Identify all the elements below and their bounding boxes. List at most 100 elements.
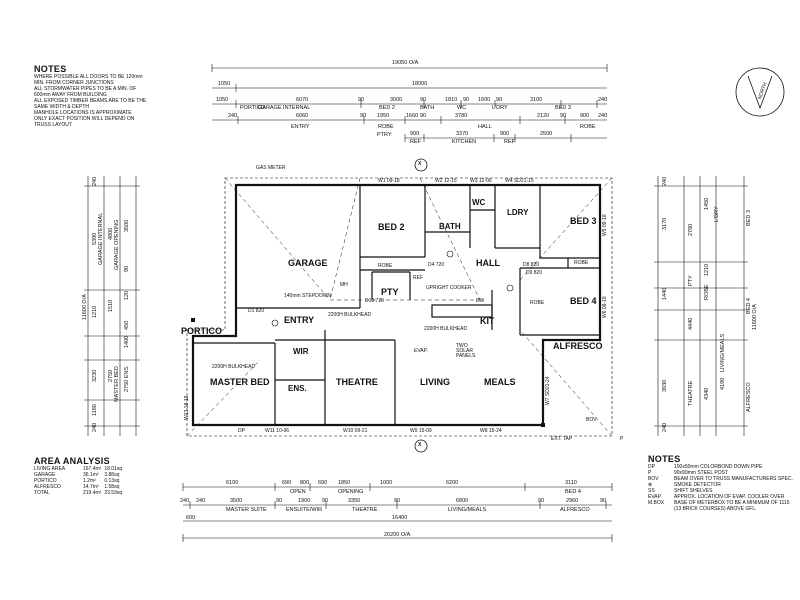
- room-wir: WIR: [293, 347, 309, 356]
- dim-bottom-r2-label: LIVING/MEALS: [448, 507, 487, 513]
- dim-top-r2: 6070: [296, 97, 309, 103]
- room-hall: HALL: [476, 258, 500, 268]
- label-w11: W11 10-06: [265, 428, 290, 434]
- label-ref: REF: [413, 275, 423, 281]
- dim-top-r3: 240: [598, 113, 608, 119]
- dim-top-r3-label: ENTRY: [291, 124, 310, 130]
- room-master-bed: MASTER BED: [210, 377, 270, 387]
- dim-right-value: 2780: [688, 223, 694, 236]
- label-mh: MH: [340, 282, 348, 288]
- dim-top-r2: 90: [420, 97, 427, 103]
- label-bulkhead-kitchen: 2200H BULKHEAD: [424, 326, 468, 332]
- room-portico: PORTICO: [181, 326, 223, 336]
- label-p: P: [620, 436, 624, 442]
- label-d10: D10 720: [365, 298, 384, 304]
- label-dw: DW: [476, 298, 485, 304]
- area-m2: 1.2m²: [83, 478, 96, 484]
- label-w6: W6 09-18: [602, 296, 608, 318]
- dim-bottom-r2: 90: [538, 498, 545, 504]
- label-evap: EVAP.: [414, 348, 428, 354]
- area-name: TOTAL: [34, 490, 50, 496]
- dim-top-r4: 3370: [456, 131, 469, 137]
- dim-left-value: 2750: [108, 369, 114, 382]
- notes-top-line: MANHOLE LOCATIONS IS APPROXIMATE: [34, 110, 132, 116]
- dim-left-value: 1210: [92, 305, 98, 318]
- dim-top-r2-label: WC: [457, 105, 467, 111]
- dim-bottom-r1: 800: [300, 480, 310, 486]
- dim-top-r3-label: ROBE: [378, 124, 394, 130]
- dim-right-value: 3170: [662, 217, 668, 230]
- dim-top-r4-label: REF: [504, 139, 515, 145]
- dim-top-r2-label: PORTICO: [240, 105, 265, 111]
- dim-top-r3: 900: [580, 113, 590, 119]
- dim-top-r2-label: L'DRY: [492, 105, 508, 111]
- legend-desc: 100x50mm COLORBOND DOWN PIPE: [674, 464, 763, 470]
- dim-bottom-r2-label: THEATRE: [352, 507, 378, 513]
- room-theatre: THEATRE: [336, 377, 378, 387]
- legend-code: BOV: [648, 476, 659, 482]
- dim-right-label: BED 3: [746, 210, 752, 226]
- dim-top-r4: 2500: [540, 131, 553, 137]
- dim-right-value: 3930: [662, 379, 668, 392]
- notes-top-panel: NOTES WHERE POSSIBLE ALL DOORS TO BE 120…: [34, 64, 194, 128]
- label-w1: W1 09-18: [378, 178, 400, 184]
- dim-bottom-r1: 6100: [226, 480, 239, 486]
- dim-top-r2: 1600: [478, 97, 491, 103]
- dim-top-r3: 1950: [377, 113, 390, 119]
- legend-code: M.BOX: [648, 500, 665, 506]
- dim-top-r2: 240: [598, 97, 608, 103]
- dim-bottom-r1: 3110: [565, 480, 577, 486]
- room-kit: KIT: [480, 316, 495, 326]
- dim-bottom-r2: 1900: [298, 498, 311, 504]
- dim-right-value: 1210: [704, 263, 710, 276]
- area-m2: 14.7m²: [83, 484, 99, 490]
- room-ldry: LDRY: [507, 208, 529, 217]
- dim-top-r4: 900: [410, 131, 420, 137]
- dim-right-value: 4440: [688, 317, 694, 330]
- notes-top-line: WHERE POSSIBLE ALL DOORS TO BE 120mm: [34, 74, 143, 80]
- dim-left-value: 3500: [124, 219, 130, 232]
- label-dp-1: DP: [238, 428, 245, 434]
- legend-code: EVAP.: [648, 494, 662, 500]
- dim-bottom-r1: 690: [318, 480, 328, 486]
- dim-top-r2: 1810: [445, 97, 458, 103]
- dim-right-label: ROBE: [704, 284, 710, 300]
- dim-right-label: ALFRESCO: [746, 382, 752, 412]
- notes-top-line: ALL EXPOSED TIMBER BEAMS ARE TO BE THE: [34, 98, 147, 104]
- dim-right-value: 240: [662, 176, 668, 186]
- area-sq: 0.13sq: [104, 478, 120, 484]
- area-sq: 18.01sq: [104, 466, 123, 472]
- dim-left-value: 240: [92, 176, 98, 186]
- label-robe-bed2: ROBE: [378, 263, 393, 269]
- dim-left-value: 3230: [92, 369, 98, 382]
- dim-top-r4-label: REF: [410, 139, 421, 145]
- label-bov: BOV: [586, 417, 597, 423]
- notes-top-line: MIN. FROM CORNER JUNCTIONS: [34, 80, 114, 86]
- dim-top-r4-label: KITCHEN: [452, 139, 477, 145]
- label-gas-meter: GAS METER: [256, 165, 286, 171]
- dim-left-master-bed: MASTER BED: [114, 366, 120, 402]
- dim-top-r2: 90: [358, 97, 365, 103]
- label-d8: D8 820: [523, 262, 540, 268]
- section-marker-bottom: X: [418, 442, 422, 448]
- area-name: ALFRESCO: [34, 484, 61, 490]
- dim-left-garage-internal: GARAGE INTERNAL: [98, 212, 104, 265]
- dim-right-label: PTY: [688, 275, 694, 286]
- notes-top-line: 600mm AWAY FROM BUILDING: [34, 92, 107, 98]
- dim-bottom-r2: 240: [196, 498, 206, 504]
- legend-desc: 90x90mm STEEL POST: [674, 470, 728, 476]
- label-w3: W3 12-06: [470, 178, 492, 184]
- dim-top-r3: 240: [228, 113, 238, 119]
- room-bed3: BED 3: [570, 216, 597, 226]
- dim-top-r3: 90: [420, 113, 427, 119]
- dim-bottom-r2: 6800: [456, 498, 469, 504]
